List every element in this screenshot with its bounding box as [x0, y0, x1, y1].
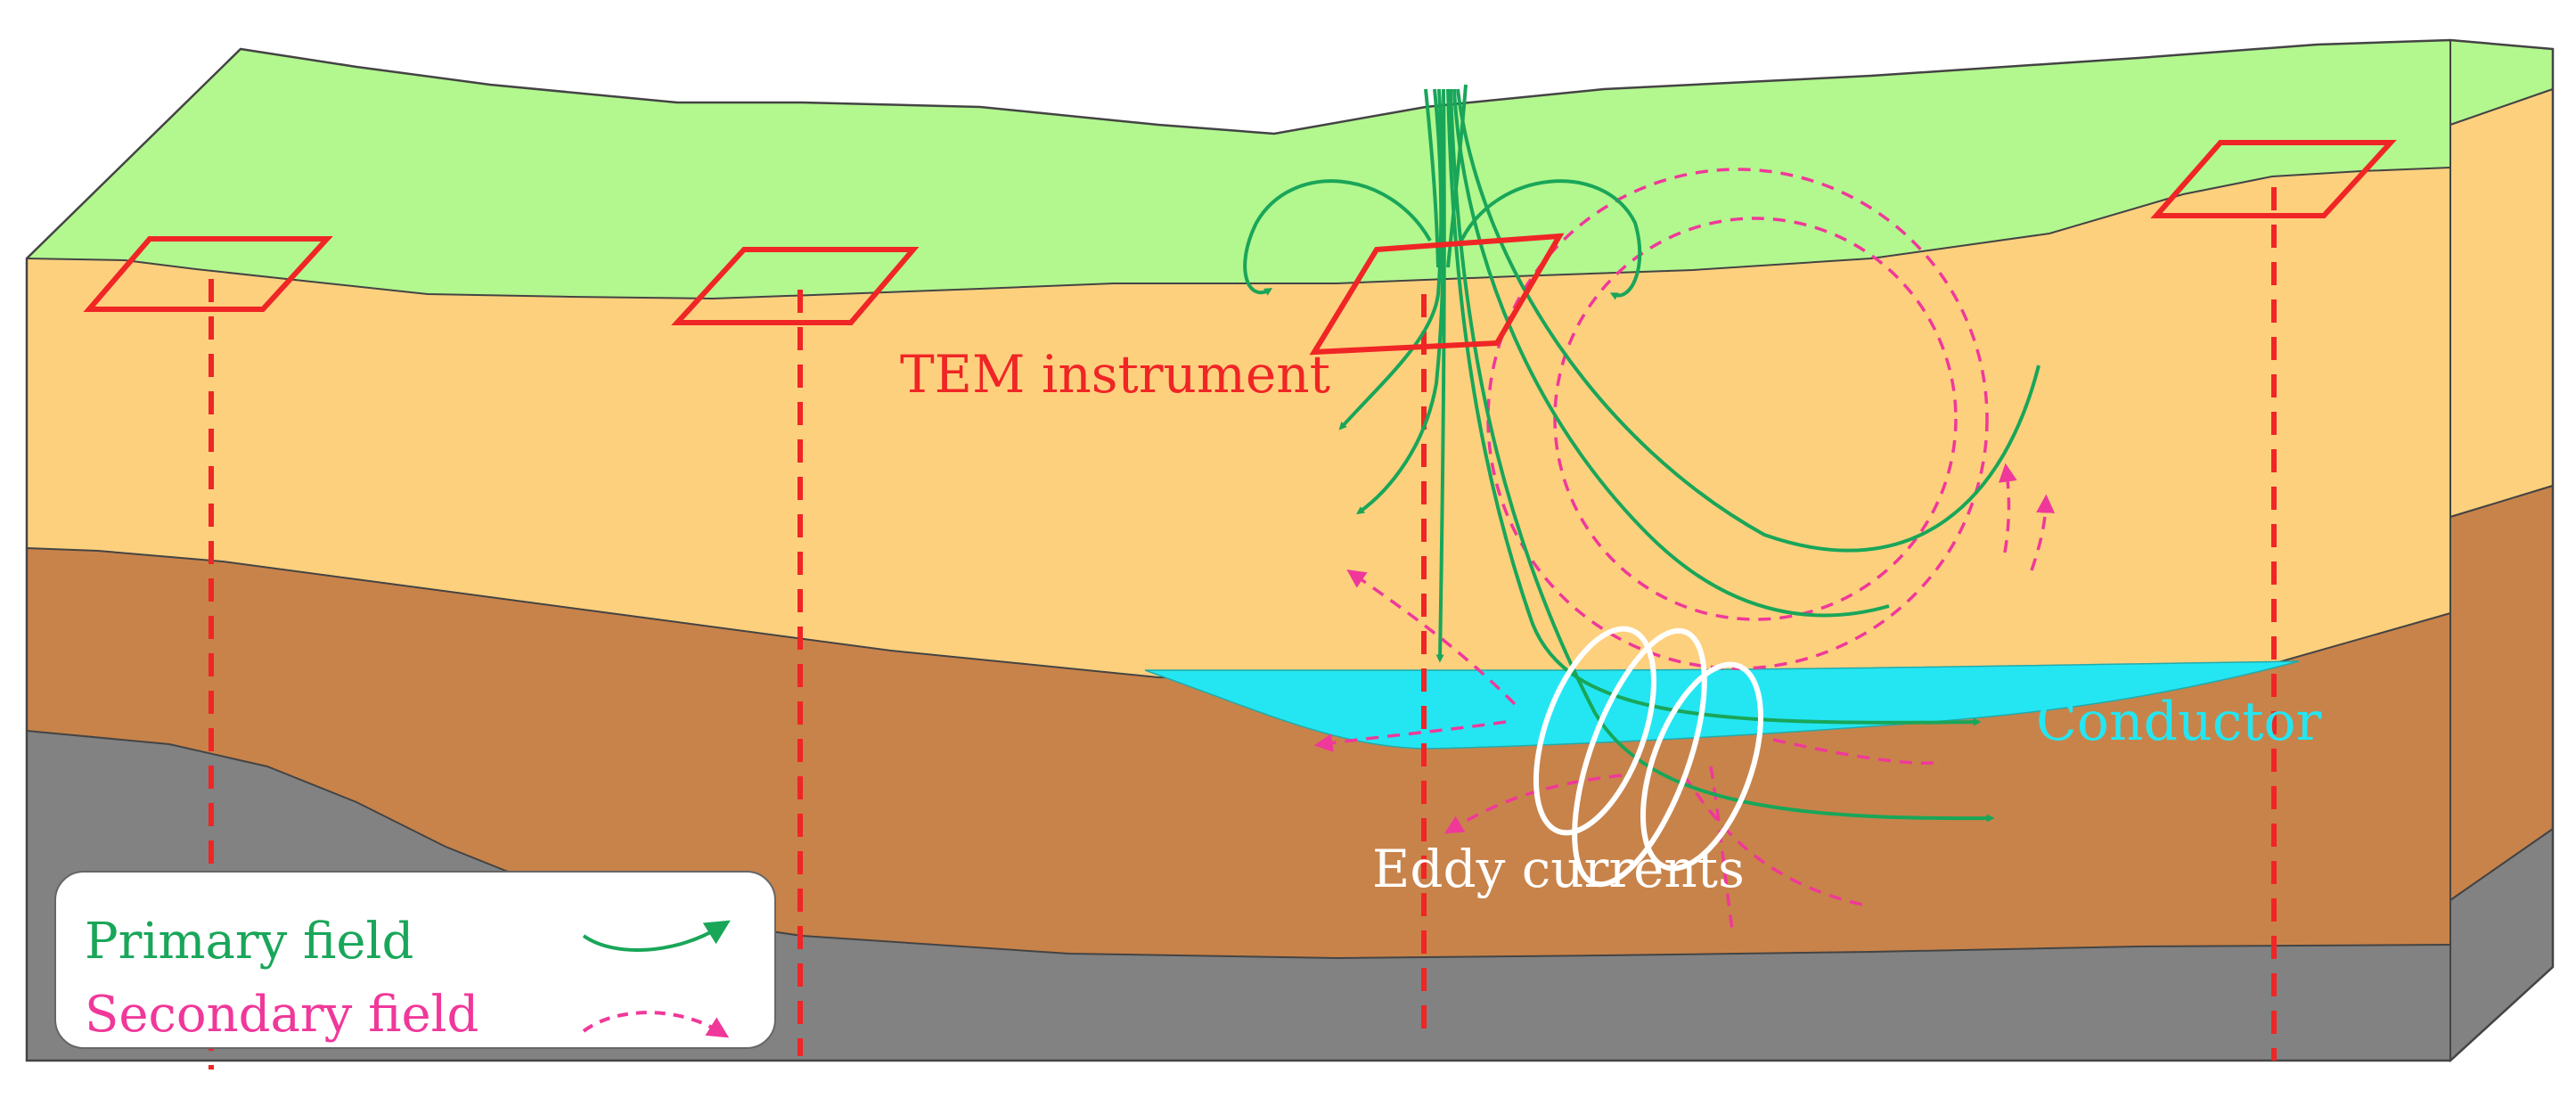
- legend-primary-symbol: [582, 920, 731, 953]
- sand-layer: [27, 168, 2450, 682]
- primary-line-7: [1456, 88, 2040, 553]
- grass-top-surface: [27, 40, 2450, 299]
- secondary-loop-inner: [1553, 217, 1958, 621]
- instrument-loop-1: [83, 236, 333, 312]
- legend-box: [54, 871, 776, 1049]
- primary-line-4: [1446, 88, 1982, 726]
- eddy-currents-label: Eddy currents: [1372, 839, 1745, 899]
- clay-layer: [27, 548, 2450, 958]
- conductor-label: Conductor: [2036, 691, 2322, 753]
- legend-secondary-label: Secondary field: [85, 986, 478, 1044]
- legend-primary-label: Primary field: [85, 913, 413, 971]
- secondary-curve-2: [1313, 720, 1507, 753]
- secondary-arrow-right-1: [1998, 463, 2017, 553]
- instrument-loop-4: [2150, 140, 2397, 218]
- secondary-curve-1: [1346, 569, 1517, 706]
- interface-grass-sand: [26, 167, 2451, 300]
- primary-field-lines: [1243, 84, 2040, 823]
- strata-front: [25, 38, 2555, 1062]
- secondary-arrow-right-2: [2030, 494, 2056, 571]
- eddy-ring-1: [1533, 626, 1656, 836]
- primary-loop-left: [1243, 179, 1432, 296]
- primary-line-3: [1435, 88, 1446, 663]
- primary-line-6: [1452, 88, 1890, 618]
- tem-instruments: [83, 140, 2397, 356]
- block-outline: [25, 38, 2555, 1062]
- instrument-loop-2: [671, 247, 920, 325]
- right-face-sand: [2449, 87, 2554, 519]
- secondary-curve-3: [1443, 774, 1623, 834]
- eddy-currents: [1533, 626, 1763, 888]
- primary-line-1: [1338, 88, 1443, 430]
- block-right-face: [2449, 38, 2554, 1063]
- legend: Primary field Secondary field: [54, 871, 776, 1049]
- eddy-ring-3: [1640, 661, 1763, 872]
- primary-loop-right: [1460, 179, 1642, 300]
- instrument-loop-3: [1309, 233, 1565, 356]
- right-face-clay: [2449, 484, 2554, 902]
- secondary-curve-6: [1772, 738, 1943, 765]
- secondary-curve-4: [1682, 774, 1863, 906]
- tem-instrument-label: TEM instrument: [900, 344, 1330, 405]
- primary-line-5: [1449, 88, 1995, 823]
- eddy-ring-2: [1572, 627, 1707, 888]
- primary-line-8: [1424, 88, 1440, 268]
